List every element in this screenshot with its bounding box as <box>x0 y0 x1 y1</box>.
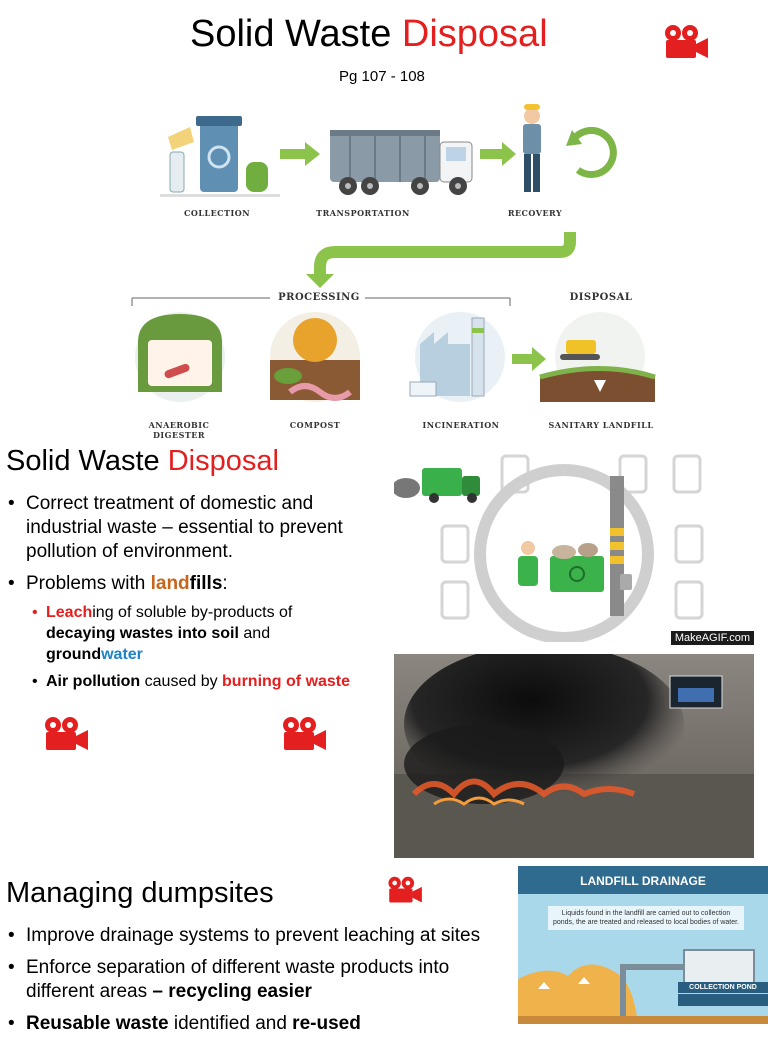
section-heading-part2: Disposal <box>167 445 279 477</box>
drainage-art <box>518 949 768 1024</box>
waste-collection-art <box>392 454 704 644</box>
step-label-transportation: TRANSPORTATION <box>316 208 410 218</box>
sub-bullet-leaching: Leaching of soluble by-products of decay… <box>26 602 386 665</box>
landfill-drainage-infographic: LANDFILL DRAINAGE Liquids found in the l… <box>518 866 768 1024</box>
makeagif-watermark: MakeAGIF.com <box>670 631 754 645</box>
process-diagram: COLLECTION TRANSPORTATION RECOVERY PROCE… <box>120 92 660 440</box>
compost-illustration <box>270 312 360 402</box>
video-camera-icon[interactable] <box>40 716 90 757</box>
landfill-illustration <box>539 312 656 402</box>
section1-bullets: Correct treatment of domestic and indust… <box>6 492 386 700</box>
step-label-anaerobic-digester: ANAEROBIC DIGESTER <box>148 420 210 440</box>
drainage-scene: Liquids found in the landfill are carrie… <box>518 894 768 1024</box>
bullet-correct-treatment: Correct treatment of domestic and indust… <box>6 492 386 564</box>
page-title: Solid Waste Disposal <box>190 12 548 56</box>
burning-waste-photo <box>394 654 754 858</box>
waste-collection-gif: MakeAGIF.com <box>392 444 764 645</box>
section-heading-managing-dumpsites: Managing dumpsites <box>6 877 274 909</box>
truck-illustration <box>330 130 473 195</box>
step-label-sanitary-landfill: SANITARY LANDFILL <box>548 420 654 430</box>
step-label-compost: COMPOST <box>289 420 341 430</box>
drainage-caption: Liquids found in the landfill are carrie… <box>548 906 744 930</box>
processing-label: PROCESSING <box>278 292 360 303</box>
bullet-reusable-waste: Reusable waste identified and re-used <box>6 1012 516 1036</box>
section2-bullets: Improve drainage systems to prevent leac… <box>6 924 516 1044</box>
digester-illustration <box>135 312 225 402</box>
recovery-illustration <box>523 104 617 192</box>
bullet-enforce-separation: Enforce separation of different waste pr… <box>6 956 516 1004</box>
section-heading-solid-waste-disposal: Solid Waste Disposal <box>6 444 279 478</box>
step-label-incineration: INCINERATION <box>422 420 500 430</box>
video-camera-icon[interactable] <box>278 716 328 757</box>
incineration-illustration <box>409 312 505 402</box>
burning-waste-art <box>394 654 754 858</box>
title-part2: Disposal <box>401 13 548 55</box>
step-label-collection: COLLECTION <box>183 208 251 218</box>
landfill-drainage-title: LANDFILL DRAINAGE <box>580 874 706 888</box>
video-camera-icon[interactable] <box>660 24 710 65</box>
bullet-problems-landfills: Problems with landfills: Leaching of sol… <box>6 572 386 692</box>
video-camera-icon[interactable] <box>384 876 424 909</box>
collection-pond-label: COLLECTION POND <box>678 982 768 993</box>
title-part1: Solid Waste <box>190 13 392 55</box>
section-heading-part1: Solid Waste <box>6 445 160 477</box>
page-reference: Pg 107 - 108 <box>339 68 425 85</box>
sub-bullet-air-pollution: Air pollution caused by burning of waste <box>26 671 386 692</box>
step-label-recovery: RECOVERY <box>507 208 563 218</box>
disposal-label: DISPOSAL <box>569 292 633 303</box>
collection-illustration <box>160 116 280 197</box>
process-diagram-art <box>131 104 656 402</box>
bullet-improve-drainage: Improve drainage systems to prevent leac… <box>6 924 516 948</box>
